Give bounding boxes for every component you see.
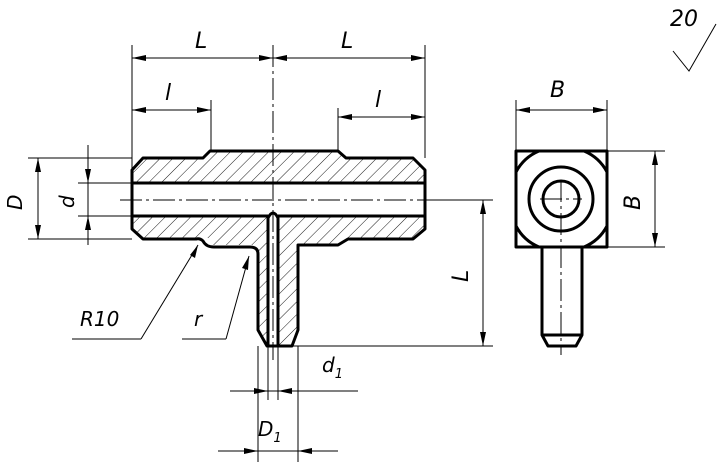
label-D1: D1 xyxy=(258,417,282,446)
label-d1: d1 xyxy=(322,353,343,382)
dim-B-side: B xyxy=(607,150,665,248)
side-view xyxy=(514,149,609,355)
upper-wall-hatch xyxy=(132,151,425,183)
tee-outline xyxy=(130,149,427,348)
label-L-left: L xyxy=(195,29,207,54)
label-B-side: B xyxy=(621,195,646,210)
dim-D1: D1 xyxy=(218,346,338,462)
label-d: d xyxy=(55,195,79,208)
label-l-right: l xyxy=(375,88,381,113)
dim-B-top: B xyxy=(515,78,608,151)
label-D: D xyxy=(3,195,27,210)
label-L-right: L xyxy=(341,29,353,54)
leader-R10: R10 xyxy=(72,244,199,340)
label-l-left: l xyxy=(165,81,171,106)
label-B-top: B xyxy=(550,78,565,103)
leader-r: r xyxy=(182,255,250,340)
dim-l: l l xyxy=(132,81,425,151)
roughness-mark: 20 xyxy=(670,7,717,72)
label-R10: R10 xyxy=(80,307,119,331)
label-L-vertical: L xyxy=(449,270,474,282)
dim-D-d: D d xyxy=(3,145,132,245)
roughness-value: 20 xyxy=(670,7,698,32)
label-r: r xyxy=(194,307,204,331)
dim-L-top: L L xyxy=(131,29,426,170)
front-section-view xyxy=(120,45,440,360)
dim-d1: d1 xyxy=(230,346,358,400)
dim-L-vertical: L xyxy=(292,199,493,347)
